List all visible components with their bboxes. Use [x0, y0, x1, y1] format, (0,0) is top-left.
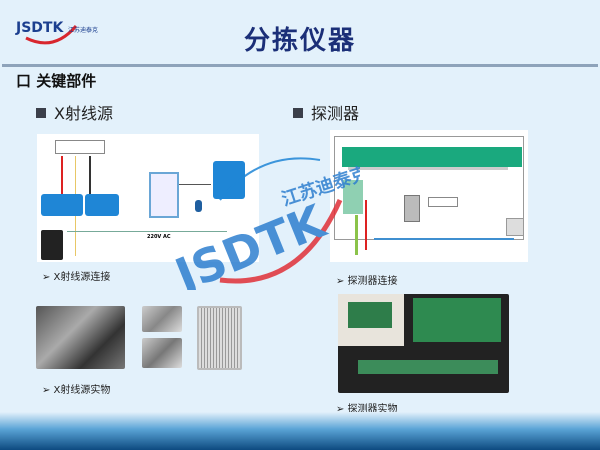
- bullet-icon: [36, 108, 46, 118]
- watermark: JSDTK 江苏迪泰克: [160, 140, 371, 304]
- xray-diagram-caption: ➢ X射线源连接: [42, 272, 111, 283]
- logo: JSDTK 江苏迪泰克: [14, 8, 109, 46]
- svg-text:JSDTK: JSDTK: [15, 20, 64, 36]
- detector-photo: [338, 294, 509, 393]
- generator-photo-bottom: [142, 338, 182, 368]
- heading-xray-source: X射线源: [36, 100, 113, 124]
- detector-photo-caption: ➢ 探测器实物: [336, 404, 398, 415]
- bullet-icon: [293, 108, 303, 118]
- svg-text:江苏迪泰克: 江苏迪泰克: [68, 26, 98, 34]
- heading-detector: 探测器: [293, 100, 359, 124]
- generator-photo-top: [142, 306, 182, 332]
- svg-text:JSDTK: JSDTK: [165, 193, 334, 290]
- detector-connection-diagram: [330, 130, 528, 262]
- voltage-label: 220V AC: [147, 234, 171, 240]
- section-heading: 口 关键部件: [16, 72, 97, 90]
- footer-band: [0, 412, 600, 450]
- xray-photo-caption: ➢ X射线源实物: [42, 385, 111, 396]
- divider: [2, 64, 598, 67]
- xray-tube-photo: [36, 306, 125, 369]
- detector-diagram-caption: ➢ 探测器连接: [336, 276, 398, 287]
- page-title: 分拣仪器: [243, 26, 356, 56]
- heading-text: 探测器: [311, 104, 360, 123]
- heading-text: X射线源: [54, 104, 113, 123]
- svg-text:江苏迪泰克: 江苏迪泰克: [279, 162, 360, 211]
- chiller-photo: [197, 306, 242, 370]
